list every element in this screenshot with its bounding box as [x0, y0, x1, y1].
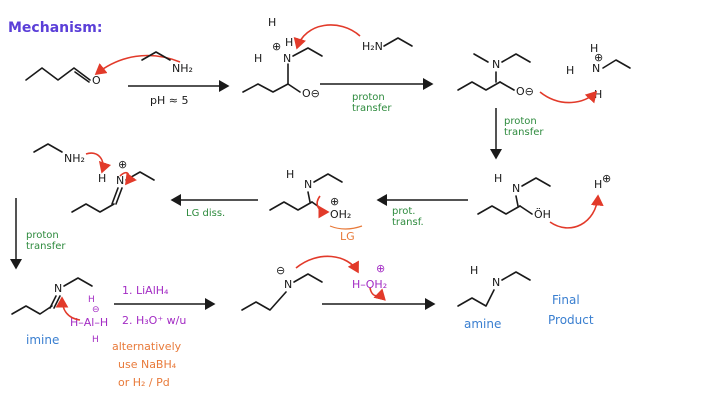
svg-text:⊕: ⊕ — [118, 158, 127, 171]
svg-text:N: N — [492, 58, 500, 71]
zwitterion-intermediate: H H ⊕ N H O⊖ — [242, 16, 323, 100]
svg-text:O⊖: O⊖ — [302, 87, 320, 100]
lg-bracket — [329, 225, 363, 230]
svg-text:⊖: ⊖ — [276, 264, 285, 277]
svg-text:2. H₃O⁺ w/u: 2. H₃O⁺ w/u — [122, 314, 186, 327]
proton-transfer-arrow-1 — [293, 24, 361, 50]
svg-text:H₂N: H₂N — [362, 40, 383, 53]
imine-label: imine — [26, 333, 59, 347]
protonation-arrow — [549, 194, 604, 229]
svg-text:H: H — [88, 295, 95, 305]
svg-text:transfer: transfer — [504, 127, 544, 138]
svg-text:N: N — [512, 182, 520, 195]
svg-text:H: H — [590, 42, 598, 55]
svg-text:H: H — [98, 172, 106, 185]
ethylamine-reagent: NH₂ — [141, 51, 193, 75]
svg-text:N: N — [116, 174, 124, 187]
svg-text:use NaBH₄: use NaBH₄ — [118, 358, 177, 371]
hydride-reagent: H ⊖ H–Al–H H — [70, 295, 108, 345]
svg-text:O⊖: O⊖ — [516, 85, 534, 98]
svg-text:H–Al–H: H–Al–H — [70, 316, 108, 329]
amine-label: amine — [464, 317, 501, 331]
deprotonation-arrow — [85, 152, 112, 174]
svg-text:H–OH₂: H–OH₂ — [352, 278, 387, 291]
svg-text:ÖH: ÖH — [534, 208, 551, 221]
svg-text:H: H — [268, 16, 276, 29]
ethylamine-base-2: NH₂ — [33, 143, 85, 165]
svg-text:⊕: ⊕ — [376, 262, 385, 275]
attack-arrow-1 — [94, 54, 181, 75]
protonated-hemiaminal: H N ⊕ OH₂ — [269, 168, 351, 221]
final-amine: H N — [457, 264, 531, 307]
protonation-arrow-2 — [295, 255, 359, 274]
svg-text:N: N — [304, 178, 312, 191]
svg-text:N: N — [54, 282, 62, 295]
svg-text:alternatively: alternatively — [112, 340, 182, 353]
iminium-ion: H N ⊕ — [71, 158, 155, 213]
amide-anion: ⊖ N — [241, 264, 323, 311]
svg-text:H: H — [92, 335, 99, 345]
ethylammonium: H H N ⊕ H — [566, 42, 631, 101]
svg-text:or H₂ / Pd: or H₂ / Pd — [118, 376, 170, 389]
svg-text:⊕: ⊕ — [272, 40, 281, 53]
final-label: Final — [552, 293, 580, 307]
lg-departure-arrow — [316, 195, 330, 219]
iminium-arrow — [119, 171, 137, 186]
svg-text:H: H — [470, 264, 478, 277]
svg-text:H: H — [494, 172, 502, 185]
product-label: Product — [548, 313, 594, 327]
svg-text:⊖: ⊖ — [92, 305, 100, 315]
carbonyl-oxygen: O — [92, 74, 101, 87]
svg-text:H: H — [594, 88, 602, 101]
title: Mechanism: — [8, 20, 102, 36]
ph-label: pH ≈ 5 — [150, 94, 188, 107]
svg-text:prot.: prot. — [392, 206, 415, 217]
svg-text:transfer: transfer — [352, 103, 392, 114]
svg-text:transf.: transf. — [392, 217, 424, 228]
svg-text:N: N — [492, 276, 500, 289]
svg-text:N: N — [283, 52, 291, 65]
hydronium: ⊕ H–OH₂ — [352, 262, 387, 291]
svg-text:N: N — [592, 62, 600, 75]
svg-text:⊕: ⊕ — [330, 195, 339, 208]
svg-text:H: H — [254, 52, 262, 65]
hemiaminal: H N ÖH — [477, 172, 551, 221]
butanal-structure: O — [25, 67, 101, 87]
svg-text:⊕: ⊕ — [602, 172, 611, 185]
svg-text:proton: proton — [504, 116, 537, 127]
svg-text:proton: proton — [352, 92, 385, 103]
svg-text:H: H — [285, 36, 293, 49]
alkoxide-intermediate: N O⊖ — [457, 53, 534, 98]
svg-text:LG: LG — [340, 230, 355, 243]
svg-text:OH₂: OH₂ — [330, 208, 351, 221]
proton-h-plus: H ⊕ — [594, 172, 611, 191]
hydride-arrow — [55, 296, 81, 321]
svg-text:NH₂: NH₂ — [64, 152, 85, 165]
svg-text:H: H — [286, 168, 294, 181]
svg-text:H: H — [594, 178, 602, 191]
svg-text:NH₂: NH₂ — [172, 62, 193, 75]
proton-transfer-arrow-2 — [539, 90, 598, 104]
svg-text:H: H — [566, 64, 574, 77]
imine-structure: N — [11, 277, 93, 315]
svg-text:proton: proton — [26, 230, 59, 241]
svg-text:LG diss.: LG diss. — [186, 208, 225, 219]
svg-text:1. LiAlH₄: 1. LiAlH₄ — [122, 284, 169, 297]
svg-text:N: N — [284, 278, 292, 291]
bond-break-arrow — [369, 287, 386, 301]
svg-text:⊕: ⊕ — [594, 51, 603, 64]
ethylamine-base: H₂N — [362, 37, 413, 53]
svg-text:transfer: transfer — [26, 241, 66, 252]
